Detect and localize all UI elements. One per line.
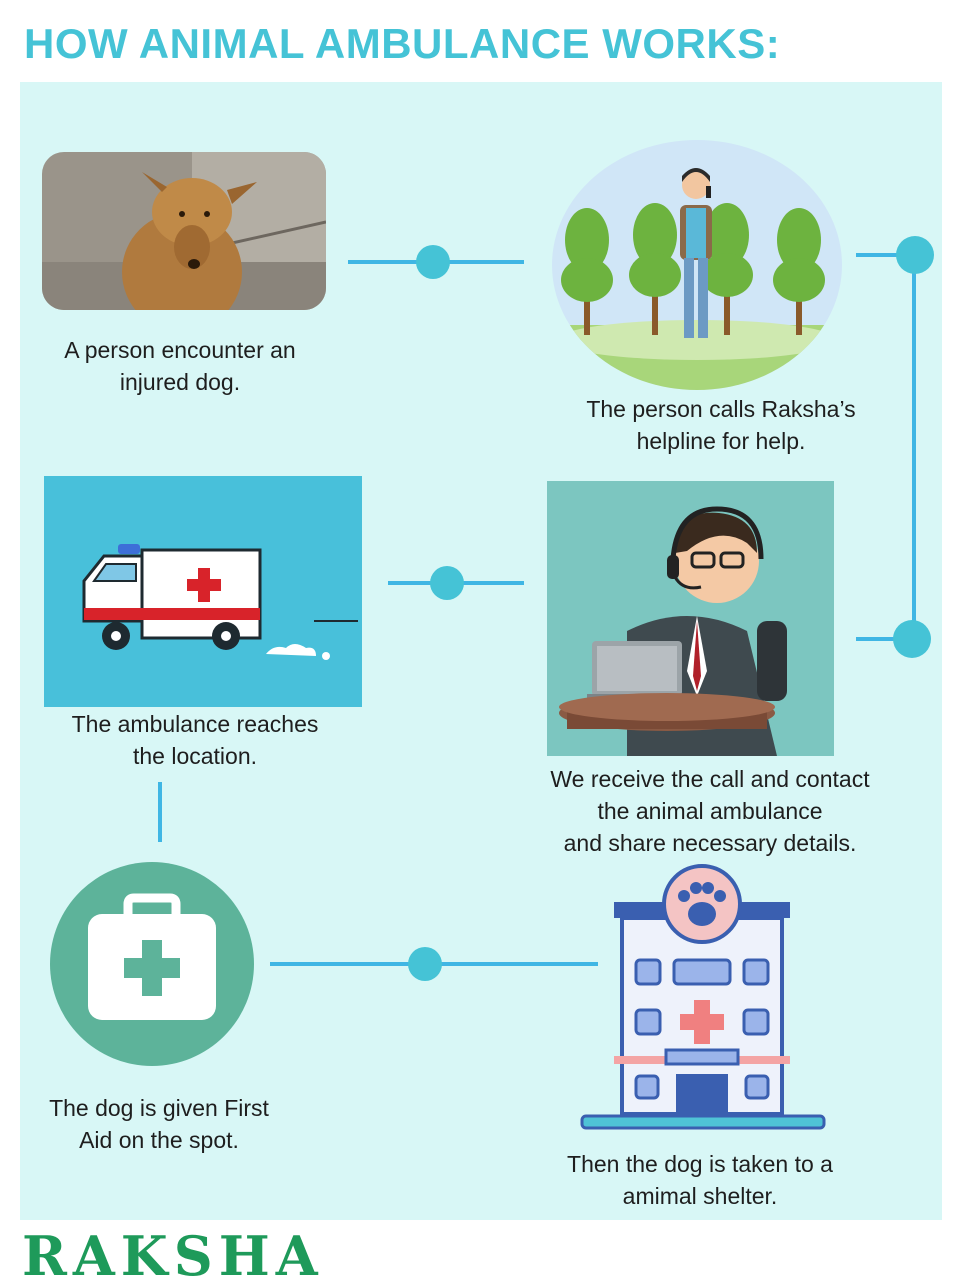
connector-dot xyxy=(430,566,464,600)
connector-line xyxy=(856,253,914,257)
connector-dot xyxy=(893,620,931,658)
connector-dot xyxy=(896,236,934,274)
step-caption-shelter: Then the dog is taken to a amimal shelte… xyxy=(567,1151,833,1209)
step-caption-call: The person calls Raksha’s helpline for h… xyxy=(586,396,856,454)
connector-dot xyxy=(416,245,450,279)
person-calling-illustration xyxy=(552,140,842,390)
step-caption-arrival: The ambulance reaches the location. xyxy=(71,711,319,769)
connector-line xyxy=(158,782,162,842)
connector-dot xyxy=(408,947,442,981)
connector-line xyxy=(856,637,914,641)
connector-line xyxy=(912,253,916,641)
step-caption-first-aid: The dog is given First Aid on the spot. xyxy=(49,1095,269,1153)
call-center-operator-illustration xyxy=(547,481,834,756)
raksha-logo: RAKSHA xyxy=(22,1224,324,1288)
first-aid-kit-icon xyxy=(50,862,254,1066)
injured-dog-photo xyxy=(42,152,326,310)
step-caption-encounter: A person encounter an injured dog. xyxy=(64,337,296,395)
ambulance-illustration xyxy=(44,476,362,707)
animal-shelter-building-icon xyxy=(580,864,826,1130)
step-caption-dispatch: We receive the call and contact the anim… xyxy=(550,766,870,856)
page-title: HOW ANIMAL AMBULANCE WORKS: xyxy=(24,20,781,67)
